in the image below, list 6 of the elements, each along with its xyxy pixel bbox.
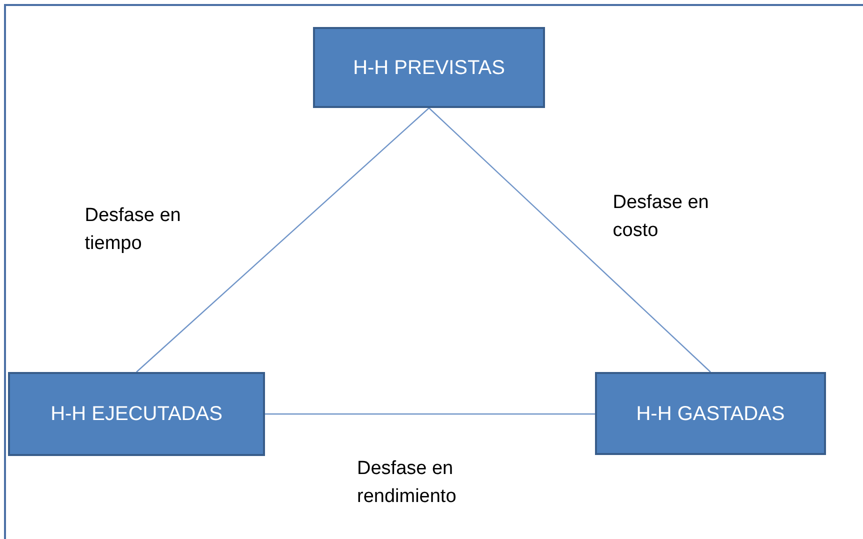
process-box: H-H EJECUTADAS bbox=[8, 372, 265, 456]
process-box: H-H GASTADAS bbox=[595, 372, 826, 455]
connector-line bbox=[428, 108, 711, 372]
connector-line bbox=[265, 413, 595, 415]
process-box: H-H PREVISTAS bbox=[313, 27, 545, 108]
connector-line bbox=[136, 108, 430, 372]
